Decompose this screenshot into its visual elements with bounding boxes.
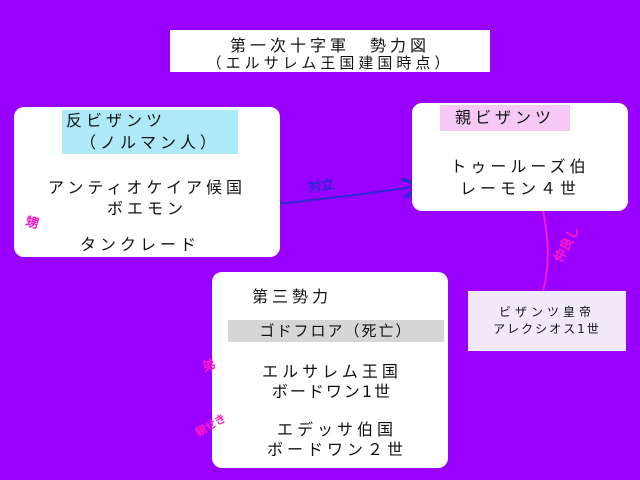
diagram-title-line2: （エルサレム王国建国時点） [206,54,454,72]
byzantine-emperor-label: ビザンツ皇帝 [498,305,595,319]
third-faction-label: 第三勢力 [251,287,332,306]
raymond-iv-label: レーモン４世 [459,179,580,198]
anti-byzantine-label-line2: （ノルマン人） [62,132,238,154]
anti-byzantine-box: 反ビザンツ （ノルマン人） アンティオケイア候国 ボエモン タンクレード [14,107,280,257]
edessa-county-label: エデッサ伯国 [276,420,397,439]
pro-byzantine-label: 親ビザンツ [440,105,570,131]
baldwin-ii-label: ボードワン２世 [266,440,407,459]
friendly-arrow [540,198,548,292]
third-faction-box: 第三勢力 ゴドフロア（死亡） エルサレム王国 ボードワン1世 エデッサ伯国 ボー… [212,272,448,468]
jerusalem-kingdom-label: エルサレム王国 [262,362,402,381]
toulouse-count-label: トゥールーズ伯 [450,157,590,176]
rivalry-relation-note: 対立 [307,177,336,196]
godfrey-label: ゴドフロア（死亡） [228,320,444,342]
tancred-label: タンクレード [79,235,200,254]
antioch-principality-label: アンティオケイア候国 [47,178,247,197]
diagram-title-line1: 第一次十字軍 勢力図 [229,36,430,55]
baldwin-i-label: ボードワン1世 [271,382,393,401]
title-box: 第一次十字軍 勢力図 （エルサレム王国建国時点） [170,30,490,72]
pro-byzantine-box: 親ビザンツ トゥールーズ伯 レーモン４世 [412,103,628,211]
alexios-i-label: アレクシオス1世 [493,322,601,336]
friendly-relation-note: 仲良し [551,223,584,266]
anti-byzantine-label-line1: 反ビザンツ [62,110,238,132]
bohemond-label: ボエモン [106,199,187,218]
byzantine-emperor-box: ビザンツ皇帝 アレクシオス1世 [468,291,626,351]
